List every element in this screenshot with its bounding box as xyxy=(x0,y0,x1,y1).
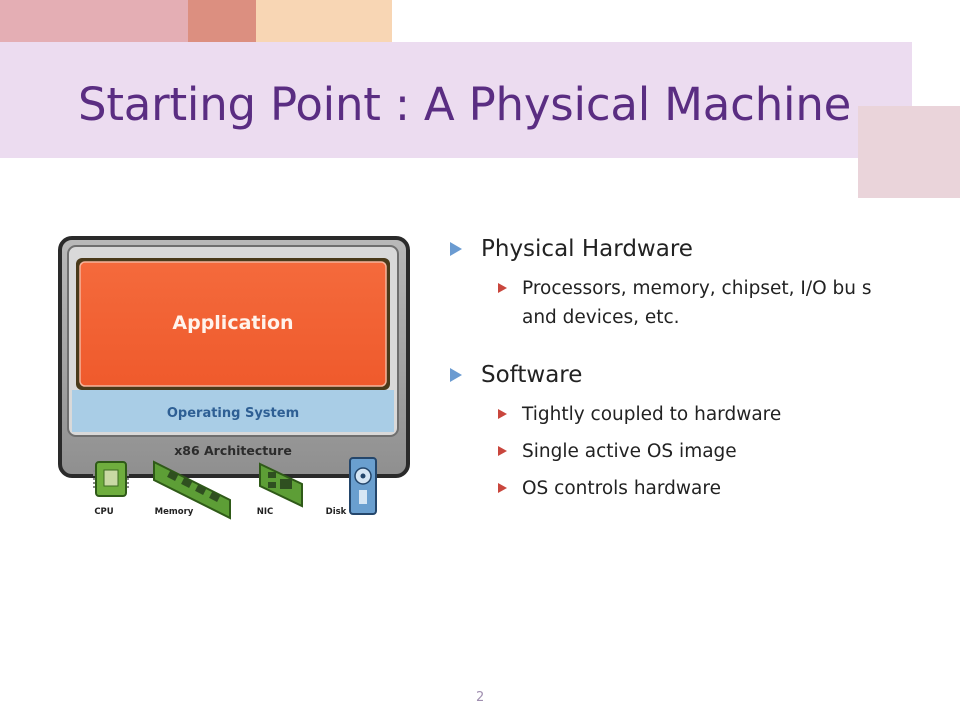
decor-block-right xyxy=(858,106,960,198)
sub-bullet-triangle-icon xyxy=(498,283,507,293)
sub-bullet-tightly-coupled: Tightly coupled to hardware xyxy=(448,400,918,429)
memory-label: Memory xyxy=(155,507,194,517)
disk-icon xyxy=(349,457,377,515)
os-layer xyxy=(72,390,394,432)
cpu-icon xyxy=(93,461,129,497)
cpu-label: CPU xyxy=(94,507,113,517)
sub-bullet-single-os: Single active OS image xyxy=(448,437,918,466)
disk-label: Disk xyxy=(326,507,347,517)
arch-label: x86 Architecture xyxy=(174,443,292,458)
bullet-physical-hardware: Physical Hardware xyxy=(448,236,918,262)
bullet-software: Software xyxy=(448,362,918,388)
nic-label: NIC xyxy=(257,507,274,517)
sub-bullet-processors: Processors, memory, chipset, I/O bu s an… xyxy=(448,274,918,332)
sub-bullet-triangle-icon xyxy=(498,409,507,419)
slide-title: Starting Point : A Physical Machine xyxy=(78,78,852,131)
sub-bullet-triangle-icon xyxy=(498,446,507,456)
os-label: Operating System xyxy=(167,406,299,421)
bullet-triangle-icon xyxy=(450,242,462,256)
physical-machine-diagram: Operating System Application x86 Archite… xyxy=(58,236,410,520)
sub-bullet-os-controls: OS controls hardware xyxy=(448,474,918,503)
application-label: Application xyxy=(172,312,293,334)
memory-icon xyxy=(153,460,231,520)
sub-bullet-triangle-icon xyxy=(498,483,507,493)
page-number: 2 xyxy=(476,690,485,705)
bullet-list: Physical Hardware Processors, memory, ch… xyxy=(448,236,918,511)
bullet-triangle-icon xyxy=(450,368,462,382)
nic-icon xyxy=(259,462,303,508)
title-band xyxy=(0,42,912,158)
